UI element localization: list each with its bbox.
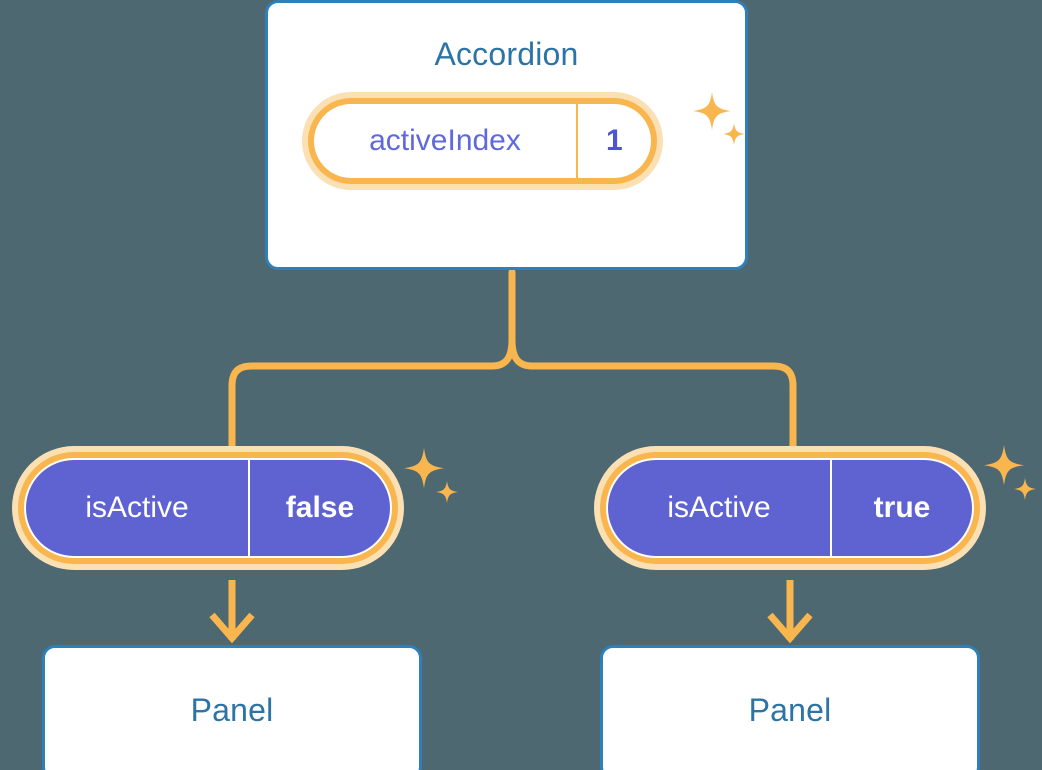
sparkle-four-point-icon xyxy=(404,448,444,489)
prop-chip-value: false xyxy=(248,460,390,556)
panel-card-left[interactable]: Panel xyxy=(42,645,422,770)
accordion-card-title: Accordion xyxy=(434,36,579,72)
arrow-head-right xyxy=(767,612,813,644)
prop-chip-value: true xyxy=(830,460,972,556)
sparkle-four-point-icon xyxy=(984,445,1024,486)
connector-to-left-child xyxy=(228,336,516,456)
arrow-head-left xyxy=(209,612,255,644)
connector-to-right-child xyxy=(508,336,797,456)
prop-chip-body[interactable]: activeIndex 1 xyxy=(308,98,657,184)
panel-card-title: Panel xyxy=(748,692,832,728)
prop-chip-is-active-left[interactable]: isActive false xyxy=(18,452,398,564)
prop-chip-body[interactable]: isActive false xyxy=(18,452,398,564)
panel-card-right[interactable]: Panel xyxy=(600,645,980,770)
sparkle-four-point-small-icon xyxy=(436,481,458,503)
prop-chip-body[interactable]: isActive true xyxy=(600,452,980,564)
prop-chip-is-active-right[interactable]: isActive true xyxy=(600,452,980,564)
prop-chip-name: isActive xyxy=(667,491,771,524)
prop-chip-inner: isActive false xyxy=(24,458,392,558)
sparkle-four-point-small-icon xyxy=(1014,478,1036,500)
prop-chip-name: isActive xyxy=(85,491,189,524)
prop-chip-name: activeIndex xyxy=(369,124,521,157)
prop-chip-active-index[interactable]: activeIndex 1 xyxy=(308,98,657,184)
prop-chip-inner: isActive true xyxy=(606,458,974,558)
prop-chip-inner: activeIndex 1 xyxy=(314,104,651,178)
sparkle-group-right xyxy=(982,438,1042,509)
sparkle-group-left xyxy=(400,443,466,514)
panel-card-title: Panel xyxy=(190,692,274,728)
prop-chip-value: 1 xyxy=(576,104,651,178)
